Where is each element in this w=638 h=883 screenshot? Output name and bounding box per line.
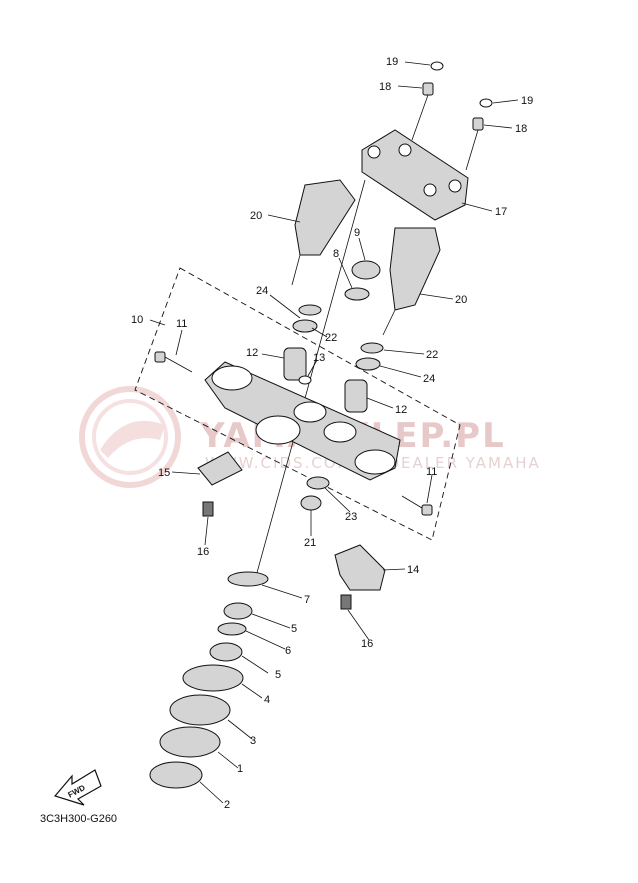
callout-21: 21 <box>304 537 316 549</box>
callout-11: 11 <box>426 466 437 478</box>
bolt-11-left <box>154 351 193 373</box>
callout-24: 24 <box>423 373 435 385</box>
callout-16: 16 <box>361 638 373 650</box>
callout-8: 8 <box>333 248 339 260</box>
callout-9: 9 <box>354 227 360 239</box>
leader-lines <box>149 61 519 804</box>
damper-12-left <box>283 347 307 381</box>
callout-10: 10 <box>131 314 143 326</box>
callout-3: 3 <box>250 735 256 747</box>
callout-11: 11 <box>176 318 187 330</box>
callout-22: 22 <box>426 349 438 361</box>
callout-2: 2 <box>224 799 230 811</box>
handlebar-holder-lower-right <box>382 227 441 336</box>
watermark-logo-icon <box>79 386 181 488</box>
callout-6: 6 <box>285 645 291 657</box>
fwd-arrow-icon <box>53 769 102 806</box>
cap-nut-9 <box>351 260 381 280</box>
ring-nut-5-lower <box>209 642 243 662</box>
callout-22: 22 <box>325 332 337 344</box>
collar-13 <box>298 375 312 385</box>
forward-arrow: FWD <box>53 769 102 806</box>
callout-13: 13 <box>313 352 325 364</box>
bolt-16-right <box>340 594 352 610</box>
callout-4: 4 <box>264 694 270 706</box>
callout-20: 20 <box>250 210 262 222</box>
ring-nut-5-upper <box>223 602 253 620</box>
callout-7: 7 <box>304 594 310 606</box>
handlebar-holder-lower-left <box>291 179 356 286</box>
callout-12: 12 <box>246 347 258 359</box>
bolt-16-left <box>202 501 214 517</box>
callout-12: 12 <box>395 404 407 416</box>
callout-23: 23 <box>345 511 357 523</box>
bearing-3 <box>169 694 231 726</box>
callout-18: 18 <box>379 81 391 93</box>
bolt-18-right <box>465 117 484 171</box>
cap-19-right <box>479 98 493 108</box>
callout-17: 17 <box>495 206 507 218</box>
washer-8 <box>344 287 370 301</box>
washer-24-right <box>355 357 381 371</box>
washer-22-left <box>292 319 318 333</box>
callout-5: 5 <box>275 669 281 681</box>
cable-holder-15 <box>197 451 243 486</box>
callout-19: 19 <box>521 95 533 107</box>
washer-24-left <box>298 304 322 316</box>
callout-14: 14 <box>407 564 419 576</box>
callout-18: 18 <box>515 123 527 135</box>
washer-23 <box>306 476 330 490</box>
rubber-washer-6 <box>217 622 247 636</box>
callout-20: 20 <box>455 294 467 306</box>
callout-16: 16 <box>197 546 209 558</box>
callout-5: 5 <box>291 623 297 635</box>
cap-19-left <box>430 61 444 71</box>
cover-4 <box>182 664 244 692</box>
lock-washer-7 <box>227 571 269 587</box>
callout-15: 15 <box>158 467 170 479</box>
nut-21 <box>300 495 322 511</box>
upper-bracket <box>204 361 401 481</box>
assembly-boundary <box>134 267 461 541</box>
callout-1: 1 <box>237 763 243 775</box>
callout-labels: 19 18 19 18 17 20 9 8 20 24 22 10 11 12 … <box>131 56 533 811</box>
seal-2 <box>149 761 203 789</box>
ball-race-1 <box>159 726 221 758</box>
handlebar-holder-upper <box>361 129 469 221</box>
callout-19: 19 <box>386 56 398 68</box>
bolt-11-right <box>401 495 433 516</box>
diagram-code: 3C3H300-G260 <box>40 813 117 825</box>
bolt-18-left <box>411 82 434 141</box>
callout-24: 24 <box>256 285 268 297</box>
cable-holder-14 <box>334 544 386 591</box>
damper-12-right <box>344 379 368 413</box>
washer-22-right <box>360 342 384 354</box>
